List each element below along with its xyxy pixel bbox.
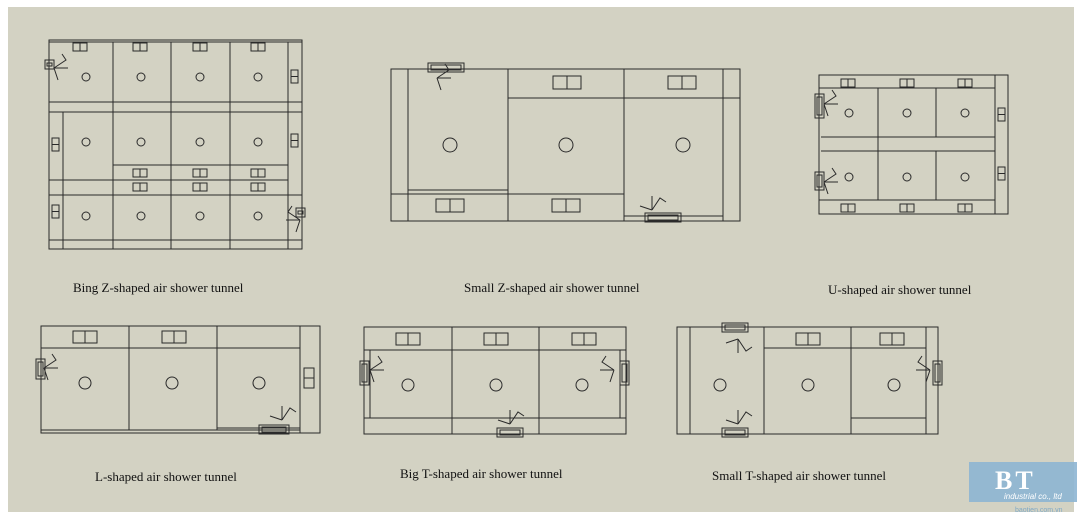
caption-big-t: Big T-shaped air shower tunnel: [400, 466, 563, 481]
nozzle-icon: [81, 137, 91, 147]
wall-outline: [676, 326, 939, 435]
nozzle-icon: [558, 137, 574, 153]
nozzle-icon: [253, 137, 263, 147]
wall-outline: [390, 68, 741, 222]
door-handle-icon: [647, 214, 679, 221]
door-handle-icon: [724, 324, 746, 331]
nozzle-icon: [844, 108, 854, 118]
door-handle-icon: [44, 59, 55, 70]
door-handle-icon: [261, 426, 287, 433]
door-icon: [600, 355, 615, 383]
nozzle-icon: [489, 378, 503, 392]
nozzle-icon: [195, 72, 205, 82]
nozzle-icon: [401, 378, 415, 392]
nozzle-icon: [442, 137, 458, 153]
nozzle-icon: [165, 376, 179, 390]
door-handle-icon: [46, 62, 53, 67]
nozzle-icon: [136, 137, 146, 147]
door-handle-icon: [359, 360, 370, 386]
door-icon: [269, 406, 297, 421]
caption-small-t: Small T-shaped air shower tunnel: [712, 468, 886, 483]
nozzle-icon: [575, 378, 589, 392]
door-handle-icon: [295, 207, 306, 218]
door-icon: [436, 63, 451, 91]
nozzle-icon: [253, 72, 263, 82]
nozzle-icon: [887, 378, 901, 392]
door-handle-icon: [619, 360, 630, 386]
wall-outline: [48, 39, 303, 250]
door-handle-icon: [258, 424, 290, 435]
nozzle-icon: [195, 211, 205, 221]
door-handle-icon: [932, 360, 943, 386]
door-icon: [369, 355, 384, 383]
door-handle-icon: [35, 358, 46, 380]
caption-l: L-shaped air shower tunnel: [95, 469, 237, 484]
nozzle-icon: [960, 172, 970, 182]
panel-background: [8, 7, 1074, 512]
nozzle-icon: [253, 211, 263, 221]
caption-u: U-shaped air shower tunnel: [828, 282, 972, 297]
nozzle-icon: [252, 376, 266, 390]
door-icon: [286, 205, 301, 233]
door-handle-icon: [499, 429, 521, 436]
door-handle-icon: [37, 361, 44, 377]
door-handle-icon: [721, 427, 749, 438]
door-handle-icon: [814, 93, 825, 119]
nozzle-icon: [675, 137, 691, 153]
door-icon: [725, 338, 753, 353]
door-handle-icon: [934, 363, 941, 383]
nozzle-icon: [960, 108, 970, 118]
door-icon: [725, 410, 753, 425]
nozzle-icon: [801, 378, 815, 392]
nozzle-icon: [195, 137, 205, 147]
door-handle-icon: [721, 322, 749, 333]
door-handle-icon: [361, 363, 368, 383]
door-handle-icon: [496, 427, 524, 438]
nozzle-icon: [136, 211, 146, 221]
wall-outline: [363, 326, 627, 435]
logo-text: BT: [995, 466, 1036, 495]
nozzle-icon: [844, 172, 854, 182]
door-handle-icon: [816, 96, 823, 116]
nozzle-icon: [136, 72, 146, 82]
door-handle-icon: [297, 210, 304, 215]
door-icon: [53, 53, 68, 81]
door-handle-icon: [814, 171, 825, 191]
door-icon: [823, 89, 838, 117]
door-icon: [497, 410, 525, 425]
logo-url: baotien.com.vn: [1015, 507, 1063, 514]
nozzle-icon: [81, 211, 91, 221]
caption-big-z: Bing Z-shaped air shower tunnel: [73, 280, 244, 295]
door-icon: [639, 196, 667, 211]
door-icon: [916, 355, 931, 383]
door-handle-icon: [644, 212, 682, 223]
wall-outline: [818, 74, 1009, 215]
nozzle-icon: [81, 72, 91, 82]
company-logo: BT industrial co., ltd baotien.com.vn: [969, 462, 1077, 514]
nozzle-icon: [902, 108, 912, 118]
drawings-layer: [35, 39, 1009, 438]
door-icon: [823, 167, 838, 195]
nozzle-icon: [713, 378, 727, 392]
nozzle-icon: [902, 172, 912, 182]
door-handle-icon: [816, 174, 823, 188]
door-icon: [43, 353, 58, 381]
door-handle-icon: [724, 429, 746, 436]
caption-small-z: Small Z-shaped air shower tunnel: [464, 280, 640, 295]
door-handle-icon: [621, 363, 628, 383]
nozzle-icon: [78, 376, 92, 390]
logo-company: industrial co., ltd: [1004, 492, 1062, 501]
